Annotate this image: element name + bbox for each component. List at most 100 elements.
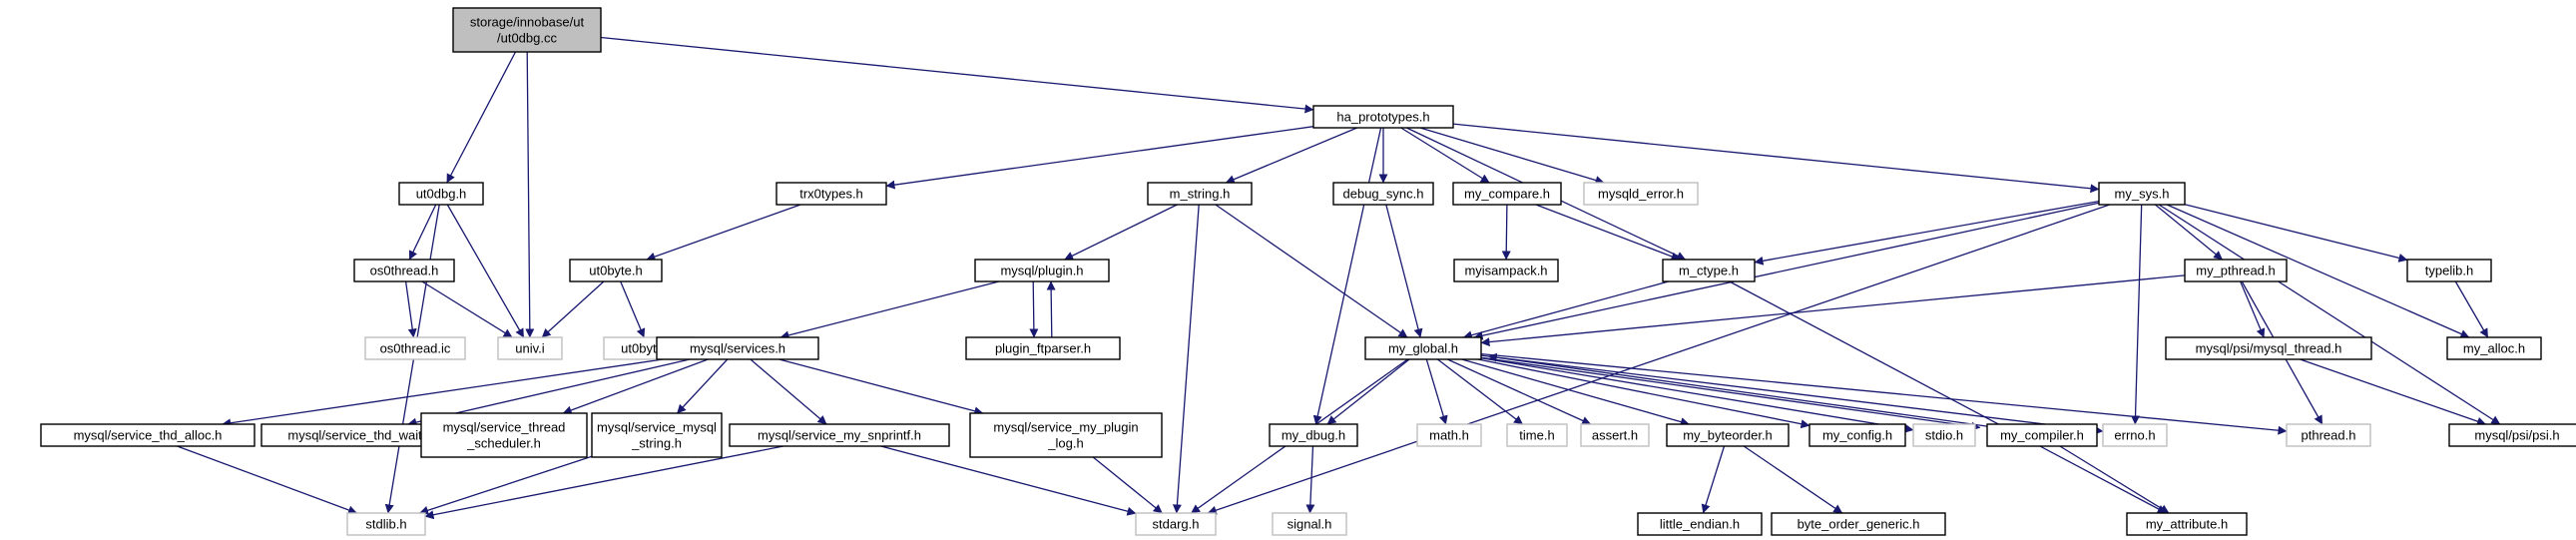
node-my_alloc[interactable]: my_alloc.h bbox=[2446, 336, 2542, 360]
node-svc_mysql_string[interactable]: mysql/service_mysql_string.h bbox=[591, 412, 723, 458]
node-box bbox=[364, 336, 466, 360]
node-mysql_plugin[interactable]: mysql/plugin.h bbox=[974, 259, 1110, 282]
node-svc_plugin_log[interactable]: mysql/service_my_plugin_log.h bbox=[969, 412, 1163, 458]
node-os0thread_h[interactable]: os0thread.h bbox=[353, 259, 455, 282]
node-box bbox=[1666, 423, 1790, 447]
edge-my_byteorder-to-little_endian bbox=[1701, 445, 1726, 514]
edge-my_sys-to-errno_h bbox=[2131, 204, 2143, 425]
node-box bbox=[1580, 423, 1650, 447]
node-my_global[interactable]: my_global.h bbox=[1364, 336, 1482, 360]
edge-ha_prototypes-to-m_string bbox=[1225, 127, 1357, 184]
node-label: stdio.h bbox=[1925, 428, 1963, 443]
node-psi_mysql_thread[interactable]: mysql/psi/mysql_thread.h bbox=[2165, 336, 2372, 360]
node-my_attribute[interactable]: my_attribute.h bbox=[2126, 512, 2248, 536]
node-label: mysqld_error.h bbox=[1598, 187, 1684, 202]
edge-mysql_services-to-svc_thread_sched bbox=[562, 358, 709, 415]
node-my_compare[interactable]: my_compare.h bbox=[1452, 182, 1562, 206]
node-label: m_string.h bbox=[1170, 187, 1231, 202]
node-label: mysql/service_thd_wait.h bbox=[287, 428, 432, 443]
node-box bbox=[2406, 259, 2492, 282]
edge-ut0dbg_cc-to-ha_prototypes bbox=[600, 36, 1314, 114]
node-typelib[interactable]: typelib.h bbox=[2406, 259, 2492, 282]
node-svc_thd_wait[interactable]: mysql/service_thd_wait.h bbox=[260, 423, 460, 447]
edge-m_string-to-mysql_plugin bbox=[1064, 204, 1178, 261]
node-label: mysql/plugin.h bbox=[1000, 264, 1083, 278]
node-my_dbug[interactable]: my_dbug.h bbox=[1269, 423, 1358, 447]
node-pthread_h: pthread.h bbox=[2286, 423, 2371, 447]
node-label: mysql/service_mysql bbox=[597, 420, 717, 435]
node-label: pthread.h bbox=[2302, 428, 2356, 443]
node-box bbox=[1808, 423, 1906, 447]
node-my_pthread[interactable]: my_pthread.h bbox=[2184, 259, 2288, 282]
edge-svc_my_snprintf-to-stdlib_h bbox=[424, 445, 784, 520]
node-psi_psi[interactable]: mysql/psi/psi.h bbox=[2448, 423, 2576, 447]
node-label: mysql/psi/psi.h bbox=[2474, 428, 2559, 443]
edge-my_compare-to-myisampack bbox=[1501, 204, 1511, 261]
node-label: mysql/service_thd_alloc.h bbox=[74, 428, 223, 443]
node-label: my_compare.h bbox=[1464, 187, 1550, 202]
node-time_h: time.h bbox=[1506, 423, 1568, 447]
edge-svc_my_snprintf-to-stdarg_h bbox=[880, 445, 1137, 516]
node-box bbox=[1986, 423, 2098, 447]
node-label: stdarg.h bbox=[1153, 517, 1200, 532]
edge-os0thread_h-to-os0thread_ic bbox=[404, 280, 417, 338]
node-my_sys[interactable]: my_sys.h bbox=[2098, 182, 2186, 206]
edge-psi_mysql_thread-to-psi_psi bbox=[2300, 358, 2486, 426]
node-box bbox=[1269, 423, 1358, 447]
edge-my_global-to-my_byteorder bbox=[1461, 358, 1690, 426]
node-m_string[interactable]: m_string.h bbox=[1147, 182, 1253, 206]
node-label: trx0types.h bbox=[799, 187, 863, 202]
node-box bbox=[1771, 512, 1946, 536]
node-signal_h: signal.h bbox=[1272, 512, 1347, 536]
node-label: my_compiler.h bbox=[2000, 428, 2084, 443]
node-label: _string.h bbox=[631, 436, 682, 451]
edge-debug_sync-to-my_global bbox=[1385, 204, 1423, 338]
node-my_byteorder[interactable]: my_byteorder.h bbox=[1666, 423, 1790, 447]
node-box bbox=[1912, 423, 1976, 447]
node-label: errno.h bbox=[2114, 428, 2155, 443]
node-label: assert.h bbox=[1592, 428, 1638, 443]
node-my_compiler[interactable]: my_compiler.h bbox=[1986, 423, 2098, 447]
node-box bbox=[656, 336, 819, 360]
edge-my_sys-to-my_global bbox=[1473, 202, 2100, 340]
edge-ha_prototypes-to-my_dbug bbox=[1312, 127, 1382, 425]
node-box bbox=[1147, 182, 1253, 206]
node-trx0types[interactable]: trx0types.h bbox=[775, 182, 887, 206]
node-label: byte_order_generic.h bbox=[1798, 517, 1920, 532]
node-svc_my_snprintf[interactable]: mysql/service_my_snprintf.h bbox=[729, 423, 950, 447]
node-debug_sync[interactable]: debug_sync.h bbox=[1332, 182, 1434, 206]
node-box bbox=[346, 512, 426, 536]
node-ut0dbg_h[interactable]: ut0dbg.h bbox=[398, 182, 484, 206]
node-box bbox=[353, 259, 455, 282]
node-plugin_ftparser[interactable]: plugin_ftparser.h bbox=[965, 336, 1121, 360]
edge-my_pthread-to-my_global bbox=[1480, 274, 2186, 347]
node-my_config[interactable]: my_config.h bbox=[1808, 423, 1906, 447]
node-label: storage/innobase/ut bbox=[470, 15, 585, 30]
node-label: ut0dbg.h bbox=[416, 187, 467, 202]
node-label: _log.h bbox=[1047, 436, 1083, 451]
edge-my_global-to-math_h bbox=[1425, 358, 1448, 425]
node-m_ctype[interactable]: m_ctype.h bbox=[1662, 259, 1756, 282]
node-ut0dbg_cc[interactable]: storage/innobase/ut/ut0dbg.cc bbox=[452, 7, 602, 53]
node-math_h: math.h bbox=[1416, 423, 1482, 447]
edge-my_sys-to-my_pthread bbox=[2154, 204, 2224, 261]
node-box bbox=[591, 412, 723, 458]
node-mysql_services[interactable]: mysql/services.h bbox=[656, 336, 819, 360]
node-box bbox=[1452, 182, 1562, 206]
node-ha_prototypes[interactable]: ha_prototypes.h bbox=[1312, 105, 1454, 129]
node-ut0byte_h[interactable]: ut0byte.h bbox=[569, 259, 663, 282]
node-svc_thd_alloc[interactable]: mysql/service_thd_alloc.h bbox=[40, 423, 256, 447]
edge-typelib-to-my_alloc bbox=[2454, 280, 2489, 338]
edge-my_compiler-to-my_global bbox=[1487, 352, 1995, 428]
node-little_endian[interactable]: little_endian.h bbox=[1637, 512, 1763, 536]
node-label: mysql/service_my_plugin bbox=[993, 420, 1138, 435]
edge-ut0byte_h-to-ut0byte_ic bbox=[620, 280, 646, 338]
edge-my_pthread-to-psi_mysql_thread bbox=[2240, 280, 2266, 338]
node-byte_order_generic[interactable]: byte_order_generic.h bbox=[1771, 512, 1946, 536]
node-myisampack[interactable]: myisampack.h bbox=[1453, 259, 1559, 282]
edge-my_sys-to-psi_psi bbox=[2158, 204, 2501, 425]
edge-mysql_services-to-svc_thd_alloc bbox=[222, 358, 664, 428]
node-label: plugin_ftparser.h bbox=[995, 341, 1091, 356]
node-label: os0thread.ic bbox=[380, 341, 451, 356]
node-svc_thread_sched[interactable]: mysql/service_thread_scheduler.h bbox=[420, 412, 588, 458]
